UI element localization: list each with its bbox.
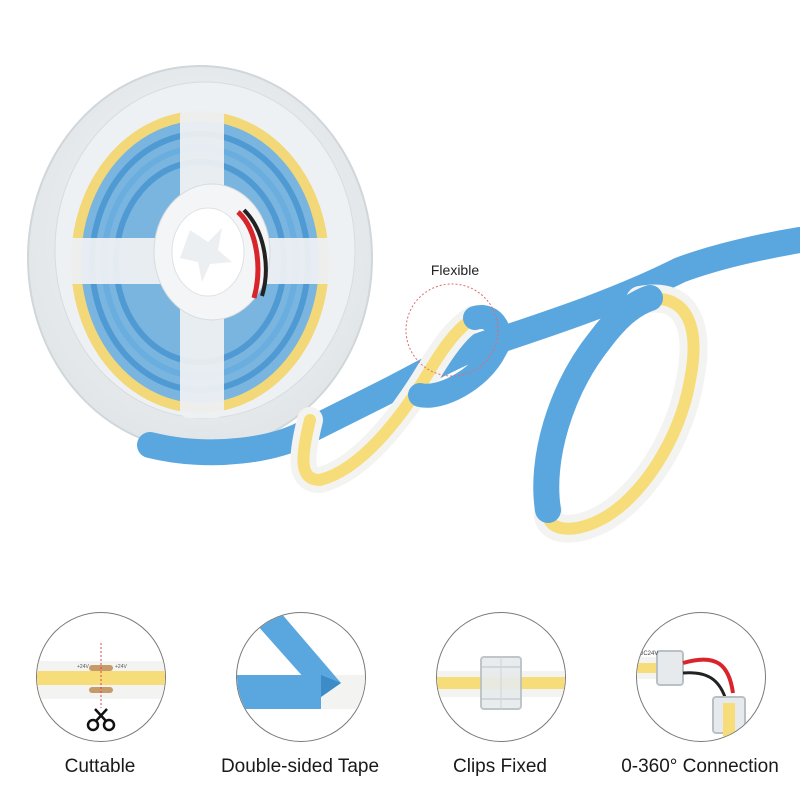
scissors-icon bbox=[86, 708, 116, 732]
pad-text-right: +24V bbox=[115, 664, 127, 670]
tape-circle bbox=[236, 612, 366, 742]
360-connection-label: 0-360° Connection bbox=[621, 756, 779, 777]
clips-fixed-label: Clips Fixed bbox=[453, 756, 547, 777]
clip-icon bbox=[437, 656, 565, 710]
led-strip-hero-illustration bbox=[27, 65, 800, 543]
reel bbox=[27, 65, 373, 451]
free-strip bbox=[137, 227, 800, 543]
feature-cuttable: +24V +24V Cuttable bbox=[0, 612, 200, 792]
clips-circle bbox=[436, 612, 566, 742]
black-wire bbox=[242, 208, 268, 297]
red-wire bbox=[236, 210, 261, 299]
connector-text: DC24V bbox=[639, 651, 658, 657]
cuttable-circle: +24V +24V bbox=[36, 612, 166, 742]
cuttable-label: Cuttable bbox=[64, 756, 136, 777]
feature-clips-fixed: Clips Fixed bbox=[400, 612, 600, 792]
connector-icon: DC24V bbox=[637, 650, 746, 741]
connection-circle: DC24V bbox=[636, 612, 766, 742]
tape-icon bbox=[237, 613, 365, 709]
double-sided-tape-label: Double-sided Tape bbox=[220, 756, 380, 777]
pad-text-left: +24V bbox=[77, 664, 89, 670]
flexible-callout-label: Flexible bbox=[430, 262, 480, 278]
feature-360-connection: DC24V 0-360° Connection bbox=[600, 612, 800, 792]
flexible-callout-circle bbox=[405, 283, 499, 377]
feature-double-sided-tape: Double-sided Tape bbox=[200, 612, 400, 792]
